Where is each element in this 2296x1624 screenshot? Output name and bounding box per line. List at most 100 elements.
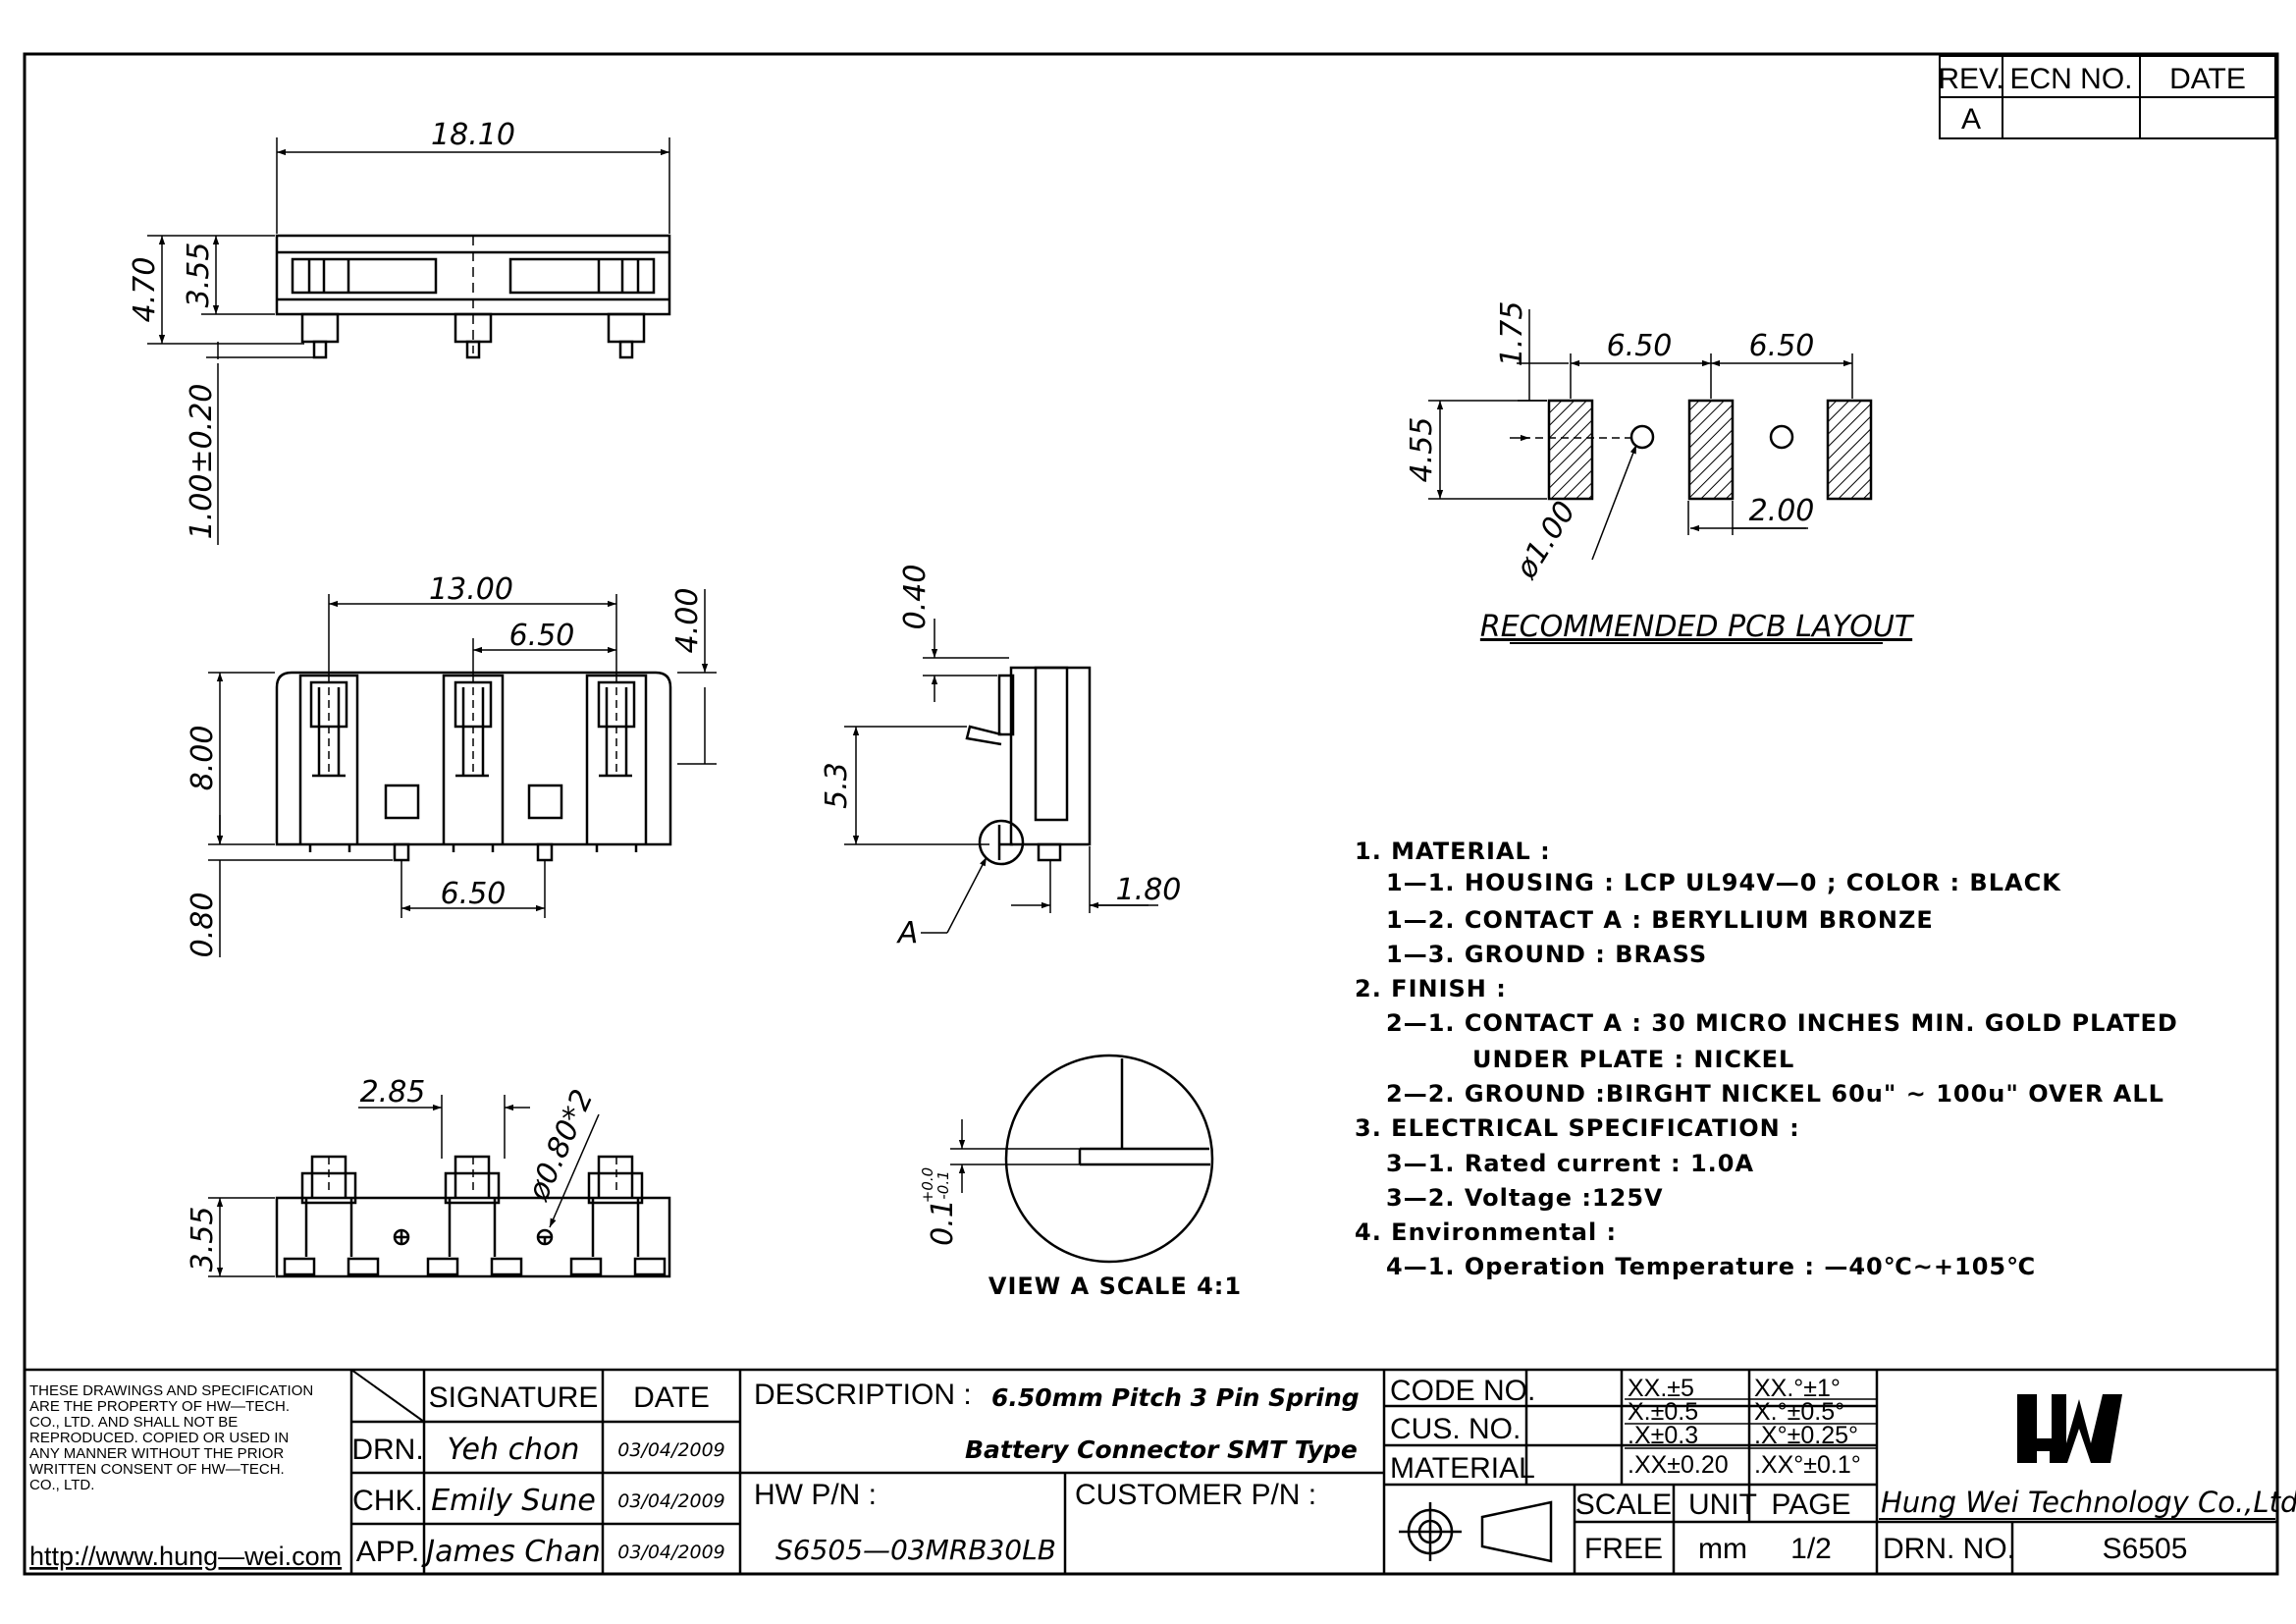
date-header: DATE	[633, 1381, 710, 1414]
pcb-hole-dim: ø1.00	[1509, 496, 1582, 586]
page-value: 1/2	[1790, 1533, 1832, 1565]
front-bottom-pitch-dim: 6.50	[441, 877, 507, 911]
disclaimer-line: REPRODUCED. COPIED OR USED IN	[29, 1430, 289, 1446]
note-line: 4. Environmental :	[1355, 1218, 1617, 1246]
bottom-view	[275, 1155, 671, 1278]
tolerance-angular-dxx: .XX°±0.1°	[1754, 1451, 1861, 1479]
name-app: James Chan	[421, 1535, 600, 1569]
tolerance-linear-dx: .X±0.3	[1628, 1422, 1698, 1449]
bottom-offset-dim: 2.85	[360, 1075, 426, 1110]
signature-header: SIGNATURE	[429, 1381, 599, 1414]
disclaimer-line: CO., LTD.	[29, 1477, 94, 1493]
note-line: 2—1. CONTACT A : 30 MICRO INCHES MIN. GO…	[1386, 1009, 2178, 1037]
disclaimer-line: WRITTEN CONSENT OF HW—TECH.	[29, 1461, 285, 1478]
side-depth-dim: 1.80	[1116, 873, 1182, 907]
disclaimer-line: THESE DRAWINGS AND SPECIFICATION	[29, 1382, 313, 1399]
role-app: APP.	[356, 1536, 420, 1568]
projection-symbol-icon	[1399, 1500, 1553, 1563]
disclaimer-line: ARE THE PROPERTY OF HW—TECH.	[29, 1398, 290, 1415]
note-line: 2. FINISH :	[1355, 975, 1507, 1002]
view-a-caption: VIEW A SCALE 4:1	[988, 1272, 1242, 1300]
hw-pn-label: HW P/N :	[754, 1479, 877, 1511]
scale-value: FREE	[1584, 1533, 1663, 1565]
top-width-dim: 18.10	[431, 118, 515, 152]
pcb-pitch-dim-2: 6.50	[1749, 329, 1815, 363]
company-name: Hung Wei Technology Co.,Ltd.	[1881, 1486, 2296, 1519]
pcb-top-dim: 1.75	[1495, 301, 1529, 367]
view-a-detail	[1004, 1054, 1214, 1264]
rev-header: REV.	[1938, 63, 2003, 95]
description-label: DESCRIPTION :	[754, 1379, 972, 1411]
role-drn: DRN.	[351, 1434, 423, 1466]
top-body-dim: 3.55	[182, 243, 216, 308]
pcb-pitch-dim-1: 6.50	[1607, 329, 1673, 363]
side-view	[965, 666, 1092, 866]
disclaimer-line: ANY MANNER WITHOUT THE PRIOR	[29, 1445, 284, 1462]
side-height-dim: 5.3	[820, 762, 854, 809]
note-line: 1—2. CONTACT A : BERYLLIUM BRONZE	[1386, 906, 1934, 934]
pcb-layout	[1547, 399, 1873, 501]
note-line: 1—3. GROUND : BRASS	[1386, 941, 1707, 968]
top-view	[275, 234, 671, 359]
top-lead-dim: 1.00±0.20	[185, 384, 219, 540]
front-height-dim: 8.00	[186, 726, 220, 791]
name-chk: Emily Sune	[431, 1484, 596, 1518]
date-header: DATE	[2169, 63, 2246, 95]
material-label: MATERIAL	[1390, 1452, 1535, 1485]
date-app: 03/04/2009	[617, 1542, 725, 1563]
front-pitch-dim: 6.50	[509, 619, 575, 653]
cus-no-label: CUS. NO.	[1390, 1413, 1521, 1445]
top-height-dim: 4.70	[128, 257, 162, 323]
note-line: 4—1. Operation Temperature : —40℃~+105℃	[1386, 1253, 2036, 1280]
tolerance-linear-xx: XX.±5	[1628, 1375, 1694, 1402]
code-no-label: CODE NO.	[1390, 1375, 1535, 1407]
view-a-tol-plus: +0.0	[919, 1167, 936, 1203]
side-top-dim: 0.40	[898, 565, 933, 630]
note-line: 2—2. GROUND :BIRGHT NICKEL 60u" ~ 100u" …	[1386, 1080, 2164, 1108]
note-line: 1. MATERIAL :	[1355, 838, 1551, 865]
date-chk: 03/04/2009	[617, 1490, 725, 1512]
bottom-height-dim: 3.55	[186, 1207, 220, 1272]
customer-pn-label: CUSTOMER P/N :	[1075, 1479, 1316, 1511]
website-link[interactable]: http://www.hung—wei.com	[29, 1542, 342, 1571]
note-line: 3—2. Voltage :125V	[1386, 1184, 1664, 1212]
unit-label: UNIT	[1688, 1489, 1757, 1521]
front-top-dim: 4.00	[670, 588, 705, 654]
role-chk: CHK.	[352, 1485, 423, 1517]
pcb-pad-dim: 2.00	[1749, 494, 1815, 528]
rev-value: A	[1961, 103, 1981, 135]
revision-block	[1939, 55, 2276, 139]
note-line: 1—1. HOUSING : LCP UL94V—0 ; COLOR : BLA…	[1386, 869, 2061, 896]
tolerance-angular-xx: XX.°±1°	[1754, 1375, 1841, 1402]
hw-pn-value: S6505—03MRB30LB	[775, 1534, 1056, 1566]
pcb-height-dim: 4.55	[1405, 417, 1439, 483]
tolerance-linear-dxx: .XX±0.20	[1628, 1451, 1729, 1479]
drn-no-value: S6505	[2103, 1533, 2188, 1565]
front-bottom-dim: 0.80	[186, 893, 220, 958]
tolerance-linear-x: X.±0.5	[1628, 1398, 1698, 1426]
name-drn: Yeh chon	[448, 1433, 580, 1467]
note-line: 3—1. Rated current : 1.0A	[1386, 1150, 1754, 1177]
tolerance-angular-dx: .X°±0.25°	[1754, 1422, 1858, 1449]
ecn-header: ECN NO.	[2009, 63, 2132, 95]
disclaimer-line: CO., LTD. AND SHALL NOT BE	[29, 1414, 238, 1431]
pcb-layout-title: RECOMMENDED PCB LAYOUT	[1480, 610, 1915, 644]
material-notes: 1. MATERIAL : 1—1. HOUSING : LCP UL94V—0…	[1355, 838, 2178, 1280]
title-block-grid	[25, 1368, 2277, 1574]
note-line: UNDER PLATE : NICKEL	[1472, 1046, 1794, 1073]
description-line1: 6.50mm Pitch 3 Pin Spring	[991, 1383, 1360, 1412]
unit-value: mm	[1698, 1533, 1747, 1565]
side-detail-label: A	[896, 916, 919, 950]
tolerance-angular-x: X.°±0.5°	[1754, 1398, 1844, 1426]
scale-label: SCALE	[1575, 1489, 1672, 1521]
drn-no-label: DRN. NO.	[1883, 1533, 2015, 1565]
sheet-border	[23, 52, 2279, 1576]
page-label: PAGE	[1771, 1489, 1850, 1521]
front-view	[275, 671, 672, 862]
note-line: 3. ELECTRICAL SPECIFICATION :	[1355, 1114, 1800, 1142]
front-outer-pitch-dim: 13.00	[429, 572, 513, 607]
view-a-tol-minus: -0.1	[934, 1170, 952, 1199]
description-line2: Battery Connector SMT Type	[965, 1435, 1358, 1464]
date-drn: 03/04/2009	[617, 1439, 725, 1461]
